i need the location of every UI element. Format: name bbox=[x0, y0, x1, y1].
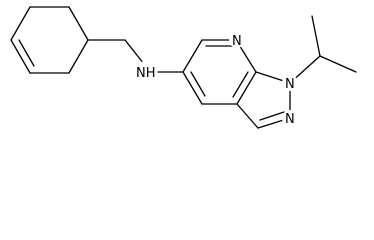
chemical-structure: NH N N N bbox=[10, 6, 357, 129]
pyrazole-ring bbox=[236, 71, 291, 129]
double-bond-inner bbox=[190, 71, 206, 97]
double-bond-inner bbox=[259, 111, 285, 121]
amine-nh-label: NH bbox=[136, 66, 156, 81]
isopropyl-group bbox=[289, 15, 357, 84]
pyridine-n-label: N bbox=[232, 34, 242, 49]
pyrazole-n1-label: N bbox=[285, 77, 295, 92]
bond bbox=[182, 39, 203, 73]
pyrazole-n2-label: N bbox=[285, 112, 295, 127]
bond bbox=[68, 6, 89, 41]
bond bbox=[319, 55, 357, 73]
pyridine-ring bbox=[182, 39, 257, 105]
atom-labels: NH N N N bbox=[135, 32, 298, 127]
bond bbox=[10, 39, 31, 74]
bond bbox=[236, 71, 257, 105]
double-bond-inner bbox=[232, 71, 249, 98]
bond bbox=[10, 6, 31, 41]
bond bbox=[311, 15, 321, 57]
bond bbox=[124, 39, 145, 65]
double-bond-inner bbox=[18, 39, 35, 67]
methylene-linker bbox=[87, 39, 145, 65]
bond bbox=[68, 39, 89, 74]
bond bbox=[182, 71, 203, 105]
bond bbox=[236, 103, 259, 129]
cyclohexene-ring bbox=[10, 6, 89, 74]
